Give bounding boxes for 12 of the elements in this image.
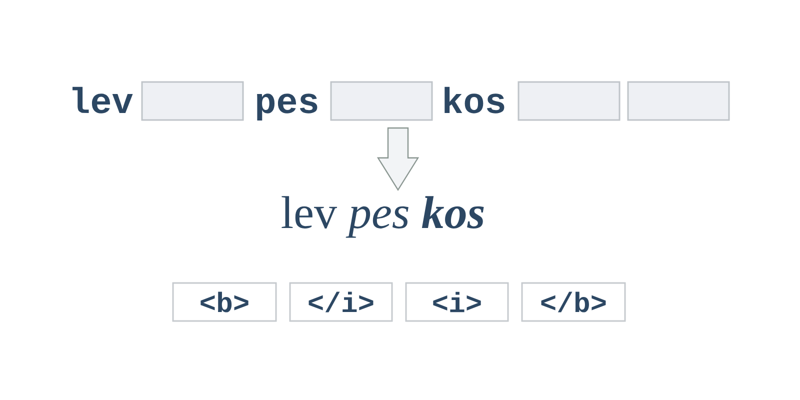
tag-tile: <b> xyxy=(172,282,277,322)
result-text: lev pes kos xyxy=(282,196,484,238)
word-label: pes xyxy=(257,94,318,120)
answer-box xyxy=(330,81,433,121)
tag-tile: </i> xyxy=(289,282,393,322)
answer-box xyxy=(518,81,620,121)
tag-tile: <i> xyxy=(405,282,509,322)
word-label: kos xyxy=(444,86,504,114)
tag-tile: </b> xyxy=(521,282,626,322)
answer-box xyxy=(141,81,244,121)
answer-box xyxy=(627,81,730,121)
arrow xyxy=(376,127,420,192)
